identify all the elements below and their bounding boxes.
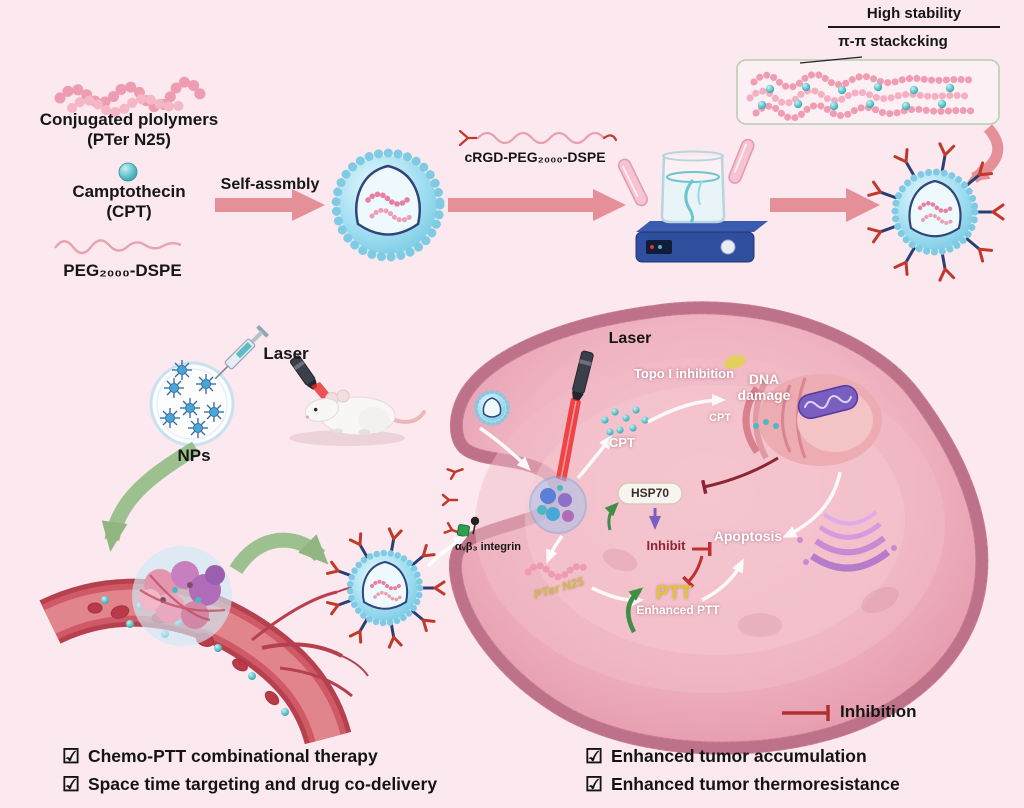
checklist-item: ☑ Chemo-PTT combinational therapy [62, 746, 378, 767]
inhibition-symbol [782, 705, 830, 721]
peg-squiggle-icon [54, 239, 182, 255]
endosome-icon [529, 476, 587, 534]
pi-stacking-label: π-π stackcking [838, 33, 948, 50]
nanoparticle-icon [331, 148, 445, 262]
golgi-icon [797, 510, 897, 572]
cpt-label-line1: Camptothecin [72, 182, 186, 201]
crgd-squiggle-icon [458, 129, 618, 147]
checklist-item-label: Enhanced tumor thermoresistance [610, 774, 900, 794]
hsp70-pill [617, 482, 683, 505]
enhanced-ptt-label: Enhanced PTT [636, 603, 720, 617]
to-final-np-arrow [770, 188, 880, 222]
integrin-icon [456, 516, 480, 538]
dna-icon [797, 384, 859, 420]
cell-laser-label: Laser [608, 330, 652, 347]
integrin-label: αᵥβ₃ integrin [455, 541, 521, 553]
blood-vessel-icon [39, 578, 369, 745]
ptt-enhance-arrow [626, 587, 644, 634]
checkbox-checked-icon: ☑ [585, 745, 603, 768]
pter-beads-icon [524, 562, 592, 581]
nucleus-icon [724, 355, 882, 466]
checklist-item: ☑ Space time targeting and drug co-deliv… [62, 774, 437, 795]
crgd-label: cRGD-PEG₂₀₀₀-DSPE [464, 149, 606, 165]
checklist-item-label: Space time targeting and drug co-deliver… [87, 774, 438, 794]
polymer-label-line1: Conjugated plolymers [39, 110, 219, 129]
self-assembly-arrow [215, 189, 325, 221]
syringe-icon [214, 325, 269, 380]
membrane-receptor-icon [441, 468, 464, 534]
pi-stacking-box [736, 56, 1000, 125]
targeted-nanoparticle-icon [326, 527, 446, 649]
checklist-item-label: Chemo-PTT combinational therapy [87, 746, 378, 766]
magnetic-stirrer-icon [635, 221, 768, 263]
checklist-item: ☑ Enhanced tumor accumulation [585, 746, 867, 767]
mouse-icon [289, 389, 426, 446]
checkbox-checked-icon: ☑ [585, 773, 603, 796]
test-tube-icon [617, 158, 649, 207]
topo-inhibition-label: Topo I inhibition [633, 366, 735, 381]
polymer-chain-icon [54, 76, 206, 117]
checklist-item-label: Enhanced tumor accumulation [610, 746, 867, 766]
test-tube-icon [728, 138, 755, 184]
hsp70-label: HSP70 [630, 486, 670, 500]
apoptosis-label: Apoptosis [713, 528, 783, 544]
cpt-molecule-icon [118, 162, 138, 182]
dna-inhibition-line [701, 456, 779, 495]
crgd-arrow [448, 189, 626, 221]
cpt-nucleus-label: CPT [709, 412, 731, 424]
inhibit-label: Inhibit [646, 538, 686, 553]
nps-label: NPs [177, 446, 211, 465]
self-assembly-label: Self-assmbly [220, 176, 320, 193]
laser-device-icon [572, 350, 594, 402]
checkbox-checked-icon: ☑ [62, 745, 80, 768]
ptt-label: PTT [656, 583, 692, 604]
cpt-release-dots [601, 406, 649, 436]
pathway-arrows [426, 394, 842, 607]
peg-label: PEG₂₀₀₀-DSPE [63, 261, 182, 280]
final-nanoparticle-icon [867, 142, 1005, 282]
delivery-arrow [101, 441, 200, 552]
inhibit-to-ptt-line [681, 555, 704, 589]
checkbox-checked-icon: ☑ [62, 773, 80, 796]
stability-to-np-arrow [967, 124, 1004, 183]
beaker-icon [660, 150, 726, 224]
targeting-arrow [229, 532, 329, 575]
topoisomerase-icon [724, 355, 746, 369]
cpt-release-label: CPT [609, 435, 635, 450]
tumor-icon [132, 546, 232, 646]
invivo-laser-label: Laser [263, 344, 309, 363]
inhibition-legend-label: Inhibition [840, 702, 917, 721]
dna-damage-label: DNA damage [737, 371, 791, 403]
polymer-label-line2: (PTer N25) [87, 130, 171, 149]
hsp70-up-arrow [604, 502, 619, 531]
high-stability-label: High stability [828, 5, 1000, 28]
cpt-label-line2: (CPT) [106, 202, 152, 221]
checklist-item: ☑ Enhanced tumor thermoresistance [585, 774, 900, 795]
internalized-nanoparticle-icon [474, 390, 510, 426]
